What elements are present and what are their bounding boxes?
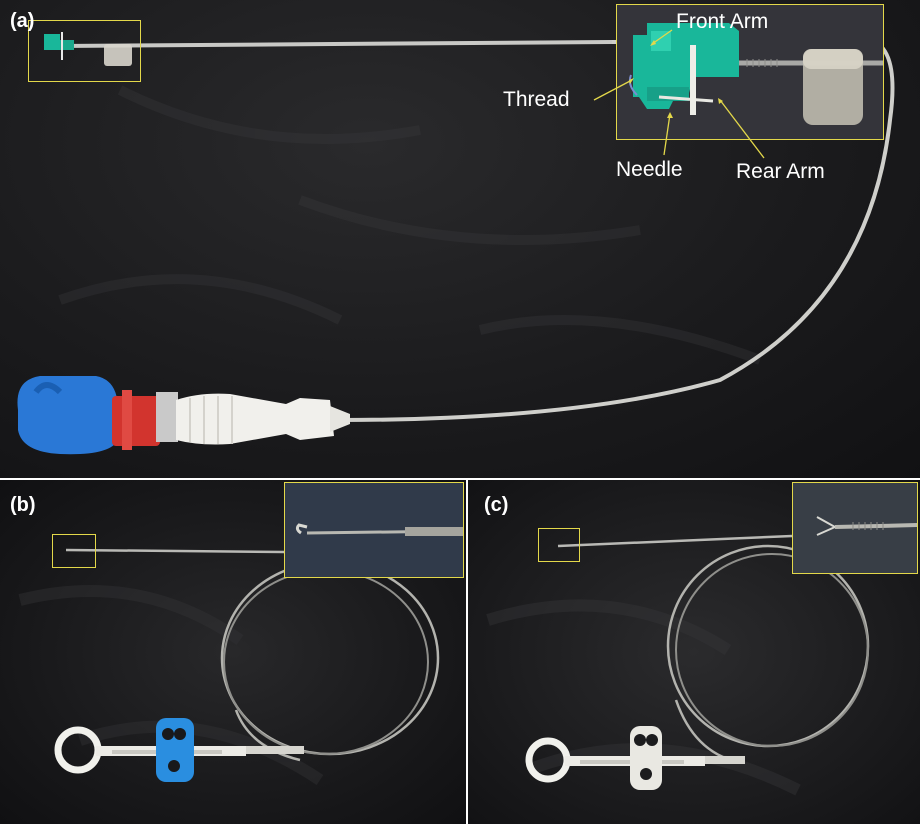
device-handle bbox=[17, 376, 350, 455]
panel-b: (b) bbox=[0, 480, 466, 824]
panel-label-b: (b) bbox=[10, 494, 36, 516]
panel-a-photo bbox=[17, 32, 895, 455]
highlight-box-c bbox=[538, 528, 580, 562]
label-rear-arm: Rear Arm bbox=[736, 160, 825, 183]
label-front-arm: Front Arm bbox=[676, 10, 769, 33]
inset-zoom-b bbox=[284, 482, 464, 578]
tip-device bbox=[44, 32, 132, 66]
cloth-folds bbox=[58, 85, 762, 365]
panel-c-photo bbox=[486, 534, 870, 796]
device-catheter-curve bbox=[339, 37, 895, 422]
device-shaft-top bbox=[59, 40, 613, 48]
forceps-handle-c bbox=[525, 726, 745, 790]
panel-c: (c) bbox=[468, 480, 920, 824]
label-needle: Needle bbox=[616, 158, 683, 181]
label-thread: Thread bbox=[503, 88, 570, 111]
panel-b-photo bbox=[18, 548, 440, 785]
highlight-box-tip bbox=[28, 20, 141, 82]
panel-label-a: (a) bbox=[10, 10, 35, 32]
inset-zoom-b-photo bbox=[285, 483, 463, 577]
inset-zoom-c-photo bbox=[793, 483, 917, 573]
panel-a: (a) Front Arm Thread Needle Rear Arm bbox=[0, 0, 920, 478]
inset-zoom-c bbox=[792, 482, 918, 574]
forceps-handle-b bbox=[54, 718, 304, 782]
highlight-box-b bbox=[52, 534, 96, 568]
panel-label-c: (c) bbox=[484, 494, 509, 516]
